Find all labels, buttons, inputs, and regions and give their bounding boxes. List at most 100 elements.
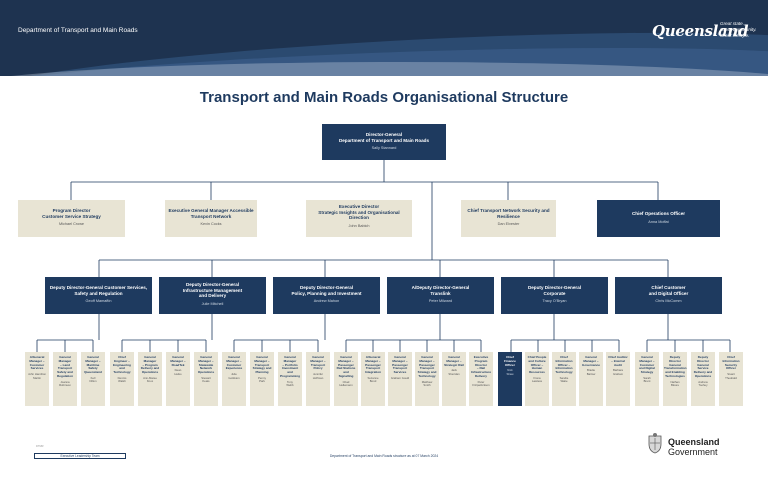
queensland-crest-icon [648, 433, 662, 454]
level3-title: General Manager – Transport Policy [310, 355, 326, 371]
level2-title: Deputy Director-General Infrastructure M… [182, 282, 243, 299]
level3-name: Chad Hellemann [339, 379, 353, 388]
director-general-name: Sally Stannard [371, 146, 397, 151]
level3-title: General Manager – Passenger Transport Se… [392, 355, 408, 375]
level3-box: Deputy Director General Transformation a… [663, 352, 687, 406]
level3-box: Chief Information Officer – Information … [552, 352, 576, 406]
level2-name: Geoff Mamaftin [85, 299, 112, 304]
level3-name: Julie Goldston [228, 372, 240, 380]
level3-title: A/General Manager – Customer Services [29, 355, 45, 371]
level2-name: Tracy O'Bryan [542, 299, 567, 304]
level3-name: Andrew Toohey [698, 379, 708, 388]
level3-name: Stuart Theobald [725, 372, 737, 380]
header-banner: Department of Transport and Main Roads Q… [0, 0, 768, 76]
level1-box-network-security: Chief Transport Network Security and Res… [461, 200, 556, 237]
level3-name: Nathan Bloore [670, 379, 680, 388]
level1-title: Chief Operations Officer [631, 211, 686, 216]
level3-title: Deputy Director General Service Delivery… [693, 355, 713, 378]
page-title: Transport and Main Roads Organisational … [199, 89, 569, 106]
level3-title: Chief Engineer – Engineering and Technol… [113, 355, 131, 375]
level3-name: Bradie Barlow [586, 368, 596, 376]
level3-title: General Manager – Customer and Digital S… [639, 355, 655, 375]
level3-name: Sandie Waite [559, 375, 569, 384]
level3-name: Kell Dillon [89, 375, 97, 384]
level3-name: Jennifer Hoffman [312, 372, 324, 380]
level3-title: Deputy Director General Transformation a… [664, 355, 687, 378]
level3-title: General Manager – Transport Strategy and… [252, 355, 272, 375]
level3-name: Ann-Maree Knox [143, 375, 157, 384]
level1-title: Executive Director Strategic Insights an… [318, 204, 400, 221]
level3-box: Deputy Director General Service Delivery… [691, 352, 715, 406]
level3-title: Chief Information Officer – Information … [555, 355, 573, 375]
level3-title: General Manager – Portfolio Investment a… [279, 355, 301, 378]
queensland-tagline: Great state. Great opportunity. Great li… [720, 21, 757, 38]
level2-title: Deputy Director-General Customer Service… [49, 285, 148, 296]
level3-title: General Manager – RoadTek [170, 355, 186, 367]
level2-name: Chris McComm [655, 299, 682, 304]
level3-name: Graham Gould [390, 375, 410, 380]
level2-title: Chief Customer and Digital Officer [648, 285, 689, 296]
level3-box: General Manager – Passenger Transport St… [415, 352, 439, 406]
level3-box: General Manager – Land Transport Safety … [53, 352, 77, 406]
department-name: Department of Transport and Main Roads [18, 27, 138, 34]
level2-title: A/Deputy Director-General Translink [411, 285, 470, 296]
level3-box: Executive Program Director – Rail Infras… [469, 352, 493, 406]
level3-box: General Manager – Passenger Rail Station… [334, 352, 358, 406]
footer-note: Department of Transport and Main Roads s… [329, 454, 439, 458]
level3-title: Chief People and Culture Officer – Human… [527, 355, 547, 375]
level2-title: Deputy Director-General Policy, Planning… [291, 285, 362, 296]
level3-box: Chief Engineer – Engineering and Technol… [110, 352, 134, 406]
level3-box: General Manager – Customer and Digital S… [635, 352, 659, 406]
level3-title: General Manager – Governance [582, 355, 600, 367]
footer-government: Government [668, 447, 718, 457]
level1-name: John Babich [348, 223, 370, 228]
level3-title: General Manager – Program Delivery and O… [140, 355, 160, 375]
level3-name: John Hamilton Martin [28, 372, 46, 380]
level3-title: A/General Manager – Passenger Transport … [365, 355, 381, 375]
level3-name: Sarah Brent [643, 375, 651, 384]
level3-name: Tony Webb [286, 379, 294, 388]
level3-box: General Manager – Transport Strategy and… [250, 352, 274, 406]
level1-name: Anna Moffat [648, 219, 669, 224]
level3-box: General Manager – Program Delivery and O… [138, 352, 162, 406]
level1-name: Michael Crowe [58, 222, 85, 227]
level3-name: Dean Heiko [174, 368, 182, 376]
level3-name: Joanna Robinson [59, 379, 71, 388]
level3-name: Peter Fitzpatrickson [472, 379, 490, 388]
level3-box: A/General Manager – Passenger Transport … [361, 352, 385, 406]
level3-title: General Manager – Strategic Rail [444, 355, 464, 367]
director-general-box: Director-General Department of Transport… [322, 124, 446, 160]
legend-executive-leadership: Executive Leadership Team [34, 453, 126, 459]
level2-box-translink: A/Deputy Director-General Translink Pete… [387, 277, 494, 314]
level3-name: Fiona Lawless [531, 375, 543, 384]
level3-name: Penny Park [258, 375, 266, 384]
level1-box-strategic-insights: Executive Director Strategic Insights an… [306, 200, 412, 237]
level2-name: Andrew Mahon [313, 299, 340, 304]
level3-title: General Manager – Land Transport Safety … [57, 355, 73, 378]
level2-name: Peter Milward [428, 299, 453, 304]
level3-box: General Manager – Statewide Network Oper… [194, 352, 218, 406]
level3-box: General Manager – Portfolio Investment a… [278, 352, 302, 406]
level1-title: Program Director Customer Service Strate… [42, 208, 101, 219]
footer-queensland: Queensland [668, 437, 720, 447]
level3-title: General Manager – Customer Experience [225, 355, 243, 371]
level1-box-chief-operations: Chief Operations Officer Anna Moffat [597, 200, 720, 237]
level3-title: Chief Finance Officer [504, 355, 516, 367]
level1-title: Executive General Manager Accessible Tra… [168, 208, 254, 219]
level3-name: Jack Sheridan [448, 368, 460, 376]
level3-title: Chief Information Security Officer [722, 355, 740, 371]
level3-name: Dennis Walsh [117, 375, 127, 384]
level3-name: Stewart Keats [201, 375, 211, 384]
level1-title: Chief Transport Network Security and Res… [467, 208, 550, 219]
level2-box-policy-planning: Deputy Director-General Policy, Planning… [273, 277, 380, 314]
